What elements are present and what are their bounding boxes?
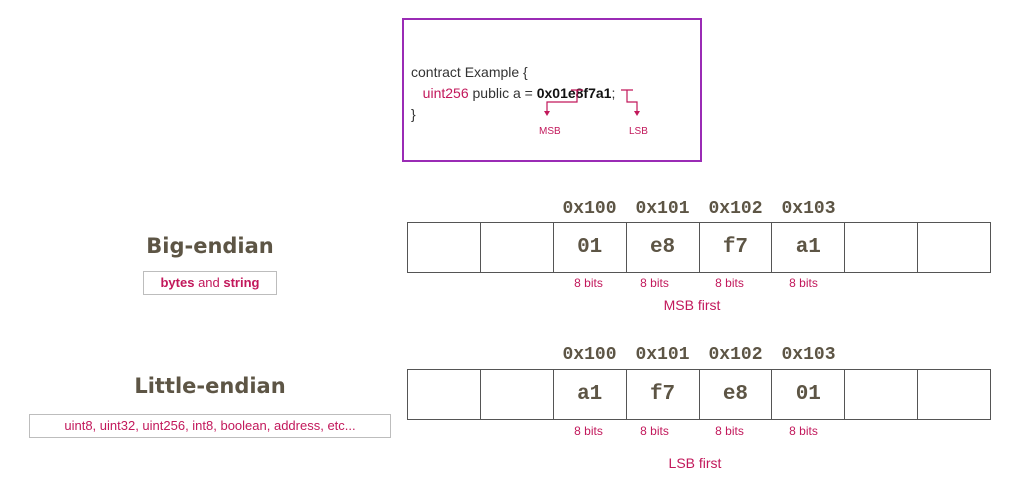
lsb-arrowhead [634, 111, 640, 116]
code-line-2: uint256 public a = 0x01e8f7a1; [411, 85, 616, 101]
msb-arrow [546, 89, 583, 112]
little-address-1: 0x101 [635, 345, 690, 365]
little-bits-0: 8 bits [574, 424, 603, 438]
hex-value: 0x01e8f7a1 [536, 85, 612, 101]
memory-cell [408, 223, 481, 272]
memory-cell [918, 223, 991, 272]
little-address-0: 0x100 [562, 345, 617, 365]
memory-cell [481, 370, 554, 419]
big-bits-3: 8 bits [789, 276, 818, 290]
lsb-label: LSB [629, 126, 648, 137]
big-endian-title: Big-endian [146, 234, 274, 258]
little-bits-3: 8 bits [789, 424, 818, 438]
memory-cell: f7 [700, 223, 773, 272]
little-endian-memory-row: a1 f7 e8 01 [407, 369, 991, 420]
memory-cell: 01 [772, 370, 846, 419]
type-keyword: uint256 [422, 85, 469, 101]
lsb-arrow [621, 89, 638, 112]
big-address-3: 0x103 [781, 199, 836, 219]
big-bits-1: 8 bits [640, 276, 669, 290]
big-address-2: 0x102 [708, 199, 763, 219]
code-snippet-box: contract Example { uint256 public a = 0x… [402, 18, 702, 162]
little-bits-2: 8 bits [715, 424, 744, 438]
memory-cell: a1 [772, 223, 846, 272]
big-address-1: 0x101 [635, 199, 690, 219]
msb-arrowhead [544, 111, 550, 116]
little-address-2: 0x102 [708, 345, 763, 365]
big-address-0: 0x100 [562, 199, 617, 219]
code-line-3: } [411, 106, 416, 122]
little-endian-types: uint8, uint32, uint256, int8, boolean, a… [29, 414, 391, 438]
memory-cell: f7 [627, 370, 700, 419]
big-endian-order: MSB first [663, 297, 721, 313]
big-bits-0: 8 bits [574, 276, 603, 290]
type-bytes: bytes [160, 275, 195, 290]
little-endian-order: LSB first [668, 455, 722, 471]
memory-cell [845, 370, 919, 419]
big-endian-types: bytes and string [143, 271, 277, 295]
little-bits-1: 8 bits [640, 424, 669, 438]
memory-cell: a1 [554, 370, 627, 419]
memory-cell [408, 370, 481, 419]
memory-cell [481, 223, 554, 272]
msb-lsb-arrows [544, 89, 640, 116]
little-endian-title: Little-endian [134, 374, 286, 398]
code-line-1: contract Example { [411, 64, 528, 80]
memory-cell: e8 [700, 370, 773, 419]
memory-cell: e8 [627, 223, 700, 272]
type-and: and [194, 275, 224, 290]
msb-label: MSB [539, 126, 561, 137]
type-string: string [223, 275, 260, 290]
memory-cell: 01 [554, 223, 627, 272]
code-mid: public a = [468, 85, 537, 101]
memory-cell [845, 223, 919, 272]
little-address-3: 0x103 [781, 345, 836, 365]
memory-cell [918, 370, 991, 419]
big-endian-memory-row: 01 e8 f7 a1 [407, 222, 991, 273]
code-semicolon: ; [611, 85, 616, 101]
big-bits-2: 8 bits [715, 276, 744, 290]
